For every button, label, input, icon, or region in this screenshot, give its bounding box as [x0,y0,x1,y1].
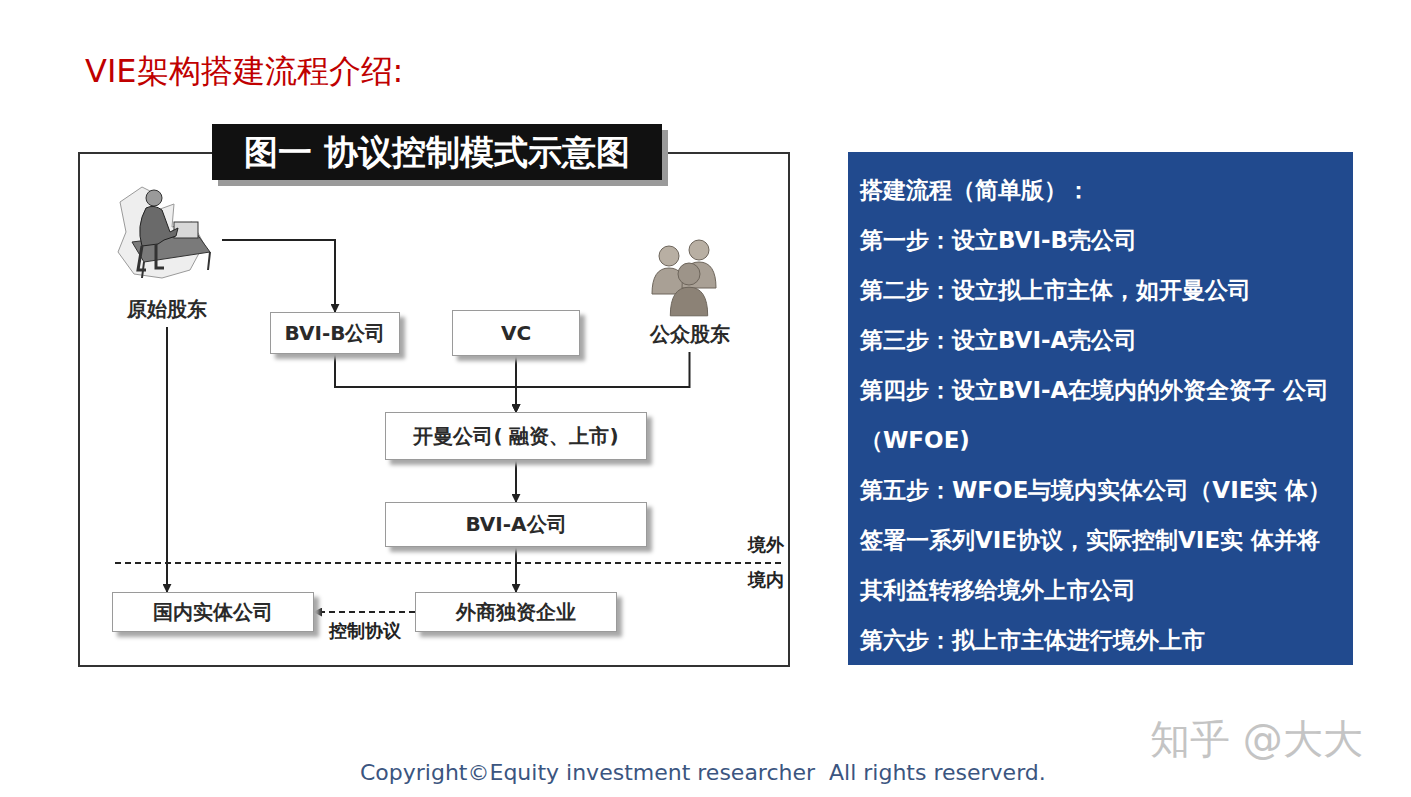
person-body [670,287,707,316]
border-line [115,562,782,564]
copyright-footer: Copyright©Equity investment researcher A… [360,760,1046,785]
figure-banner: 图一 协议控制模式示意图 [212,124,662,180]
holding-company-box: 开曼公司( 融资、上市) [385,412,647,460]
panel-heading: 搭建流程（简单版）： [860,165,1341,215]
node-label: VC [501,321,531,345]
desk-leg [142,252,210,278]
person-head [659,246,679,266]
step-text: 第二步：设立拟上市主体，如开曼公司 [860,265,1341,315]
step-text: 第三步：设立BVI-A壳公司 [860,315,1341,365]
company-box: BVI-A公司 [385,502,647,547]
watermark: 知乎 @大大 [1150,712,1363,767]
paper-background [118,187,204,278]
ownership-arrow [222,240,335,312]
ownership-arrow [166,327,168,592]
step-text: 第四步：设立BVI-A在境内的外资全资子 公司（WFOE) [860,365,1341,465]
control-agreement-arrow [314,611,415,613]
shareholder-icon [112,182,217,282]
node-label: BVI-A公司 [465,511,566,538]
shareholder-figure: 原始股东 [112,182,222,327]
step-text: 第五步：WFOE与境内实体公司（VIE实 体）签署一系列VIE协议，实际控制VI… [860,465,1341,615]
edge-label: 控制协议 [327,619,403,643]
investor-box: VC [452,310,580,356]
person-body [140,206,178,246]
wfoe-box: 外商独资企业 [415,592,617,632]
node-label: 原始股东 [127,296,207,327]
node-label: 国内实体公司 [153,599,273,626]
ownership-arrow [516,352,690,412]
step-text: 第一步：设立BVI-B壳公司 [860,215,1341,265]
ownership-arrow [335,354,516,412]
person-head [689,240,709,260]
region-label: 境外 [748,533,784,557]
ownership-arrow [515,460,517,502]
person-head [146,190,162,206]
crowd-icon [637,234,742,334]
public-shareholder-figure: 公众股东 [637,234,742,352]
ownership-arrow [515,547,517,592]
node-label: 开曼公司( 融资、上市) [413,423,618,450]
node-label: BVI-B公司 [285,320,386,347]
step-text: 第六步：拟上市主体进行境外上市 [860,615,1341,665]
person-legs [138,244,164,270]
company-box: BVI-B公司 [270,312,400,354]
diagram-frame: 原始股东 BVI-B公司 VC 公众股东开曼公司( 融资、上市) BVI-A公司国内实体… [78,152,790,667]
node-label: 公众股东 [650,321,730,352]
domestic-entity-box: 国内实体公司 [112,592,314,632]
page-title: VIE架构搭建流程介绍: [85,50,403,94]
region-label: 境内 [748,568,784,592]
node-label: 外商独资企业 [456,599,576,626]
steps-panel: 搭建流程（简单版）：第一步：设立BVI-B壳公司第二步：设立拟上市主体，如开曼公… [848,152,1353,665]
person-head [678,263,700,285]
